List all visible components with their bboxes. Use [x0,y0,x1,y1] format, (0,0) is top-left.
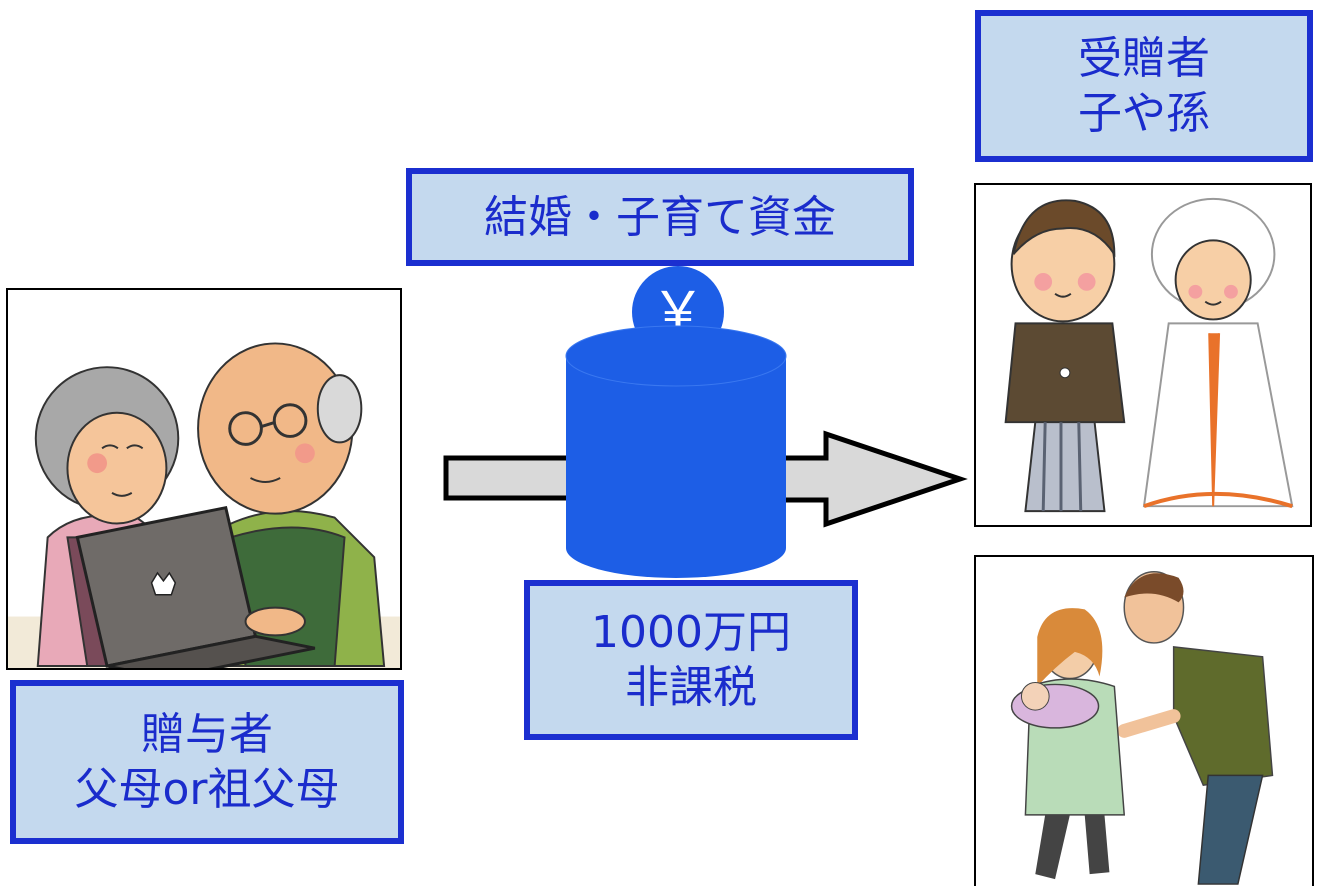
flow-arrow-right [777,430,968,528]
family-illustration [974,555,1314,886]
amount-label-box: 1000万円 非課税 [524,580,858,740]
elderly-couple-illustration [8,342,400,668]
donor-title: 贈与者 [141,709,273,760]
purpose-title: 結婚・子育て資金 [484,191,836,243]
recipient-title: 受贈者 [1078,33,1210,84]
recipient-label-box: 受贈者 子や孫 [975,10,1313,162]
wedding-couple-illustration [1004,197,1294,513]
donor-label-box: 贈与者 父母or祖父母 [10,680,404,844]
wedding-illustration [974,183,1312,527]
donor-subtitle: 父母or祖父母 [74,764,340,815]
recipient-subtitle: 子や孫 [1078,88,1210,139]
donor-illustration [6,288,402,670]
fund-cylinder [565,325,787,578]
flow-arrow-left [443,455,583,501]
purpose-label-box: 結婚・子育て資金 [406,168,914,266]
amount-tax-status: 非課税 [625,662,757,713]
parents-with-baby-illustration [1010,571,1274,885]
amount-value: 1000万円 [591,607,791,658]
